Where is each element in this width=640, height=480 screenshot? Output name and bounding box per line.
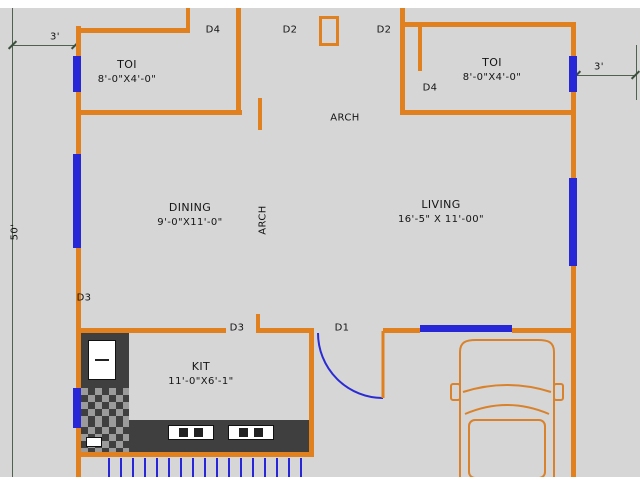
column-top-center [319,16,339,46]
wall-arch-jamb-top [258,98,262,130]
room-label-dining: DINING 9'-0"X11'-0" [157,201,222,229]
wall-toi-right-left [418,27,422,71]
room-label-living: LIVING 16'-5" X 11'-00" [398,198,484,226]
image-border-bottom [0,477,640,480]
fridge-handle-icon [95,359,109,361]
fridge-icon [88,340,116,380]
door-label-d2-left: D2 [282,24,298,36]
burner-icon [194,428,203,437]
room-label-kitchen: KIT 11'-0"X6'-1" [168,360,233,388]
room-name: TOI [482,55,502,69]
car-hood-line [462,384,552,393]
wall-top-right [400,22,576,27]
wall-toi-left-right [236,8,241,112]
room-size: 9'-0"X11'-0" [157,216,223,228]
wall-kitchen-bottom [76,452,314,457]
door-label-d1: D1 [334,322,350,334]
wall-below-toi-right [400,110,573,115]
car-body [459,339,555,479]
burner-icon [179,428,188,437]
wall-entry-right [512,328,576,333]
window-living [569,178,577,266]
dimension-label-top-left: 3' [50,31,60,43]
arch-label-middle: ARCH [257,205,269,235]
kitchen-counter-checker [81,388,129,420]
door-label-d3-lower: D3 [229,322,245,334]
image-border-top [0,0,640,8]
window-front [420,325,512,332]
wall-top-left [76,28,188,33]
room-size: 16'-5" X 11'-00" [397,213,485,225]
door-label-d4-right: D4 [422,82,438,94]
car-mirror-left [450,383,461,401]
wall-kitchen-right [309,328,314,456]
room-size: 8'-0"X4'-0" [462,71,522,83]
wall-kitchen-top-right [256,328,314,333]
arch-label-top: ARCH [330,112,360,124]
wall-entry-left [383,328,420,333]
wall-stub-top-1 [186,8,190,33]
room-size: 11'-0"X6'-1" [168,375,234,387]
sink-icon [86,437,102,447]
stove-icon [228,425,274,440]
window-toi-right [569,56,577,92]
dimension-line-top-left [13,45,76,46]
wall-kitchen-top-left [76,328,226,333]
room-name: DINING [168,200,212,214]
door-swing-arc-d1 [317,332,384,399]
wall-stub-top-2 [400,8,405,115]
room-name: LIVING [421,197,461,211]
stove-icon [168,425,214,440]
door-label-d3-upper: D3 [76,292,92,304]
dimension-label-top-right: 3' [594,61,604,73]
room-size: 8'-0"X4'-0" [97,73,157,85]
wall-d3-jamb [256,314,260,333]
window-dining [73,154,81,248]
room-name: TOI [117,57,137,71]
room-label-toi-right: TOI 8'-0"X4'-0" [463,56,522,84]
door-label-d4-left: D4 [205,24,221,36]
car-icon [450,339,564,479]
wall-below-toi-left [76,110,242,115]
burner-icon [239,428,248,437]
kitchen-counter-corner-checker [81,420,129,452]
dimension-label-left: 50' [9,223,21,241]
burner-icon [254,428,263,437]
porch-hatch [98,458,309,478]
dimension-line-left [12,8,13,480]
wall-left-outer [76,26,81,480]
car-windshield [464,404,550,415]
window-kitchen [73,388,81,428]
room-name: KIT [191,359,211,373]
room-label-toi-left: TOI 8'-0"X4'-0" [98,58,157,86]
window-toi-left [73,56,81,92]
car-roof [468,419,546,479]
car-mirror-right [553,383,564,401]
dimension-line-top-right [577,75,636,76]
door-label-d2-right: D2 [376,24,392,36]
